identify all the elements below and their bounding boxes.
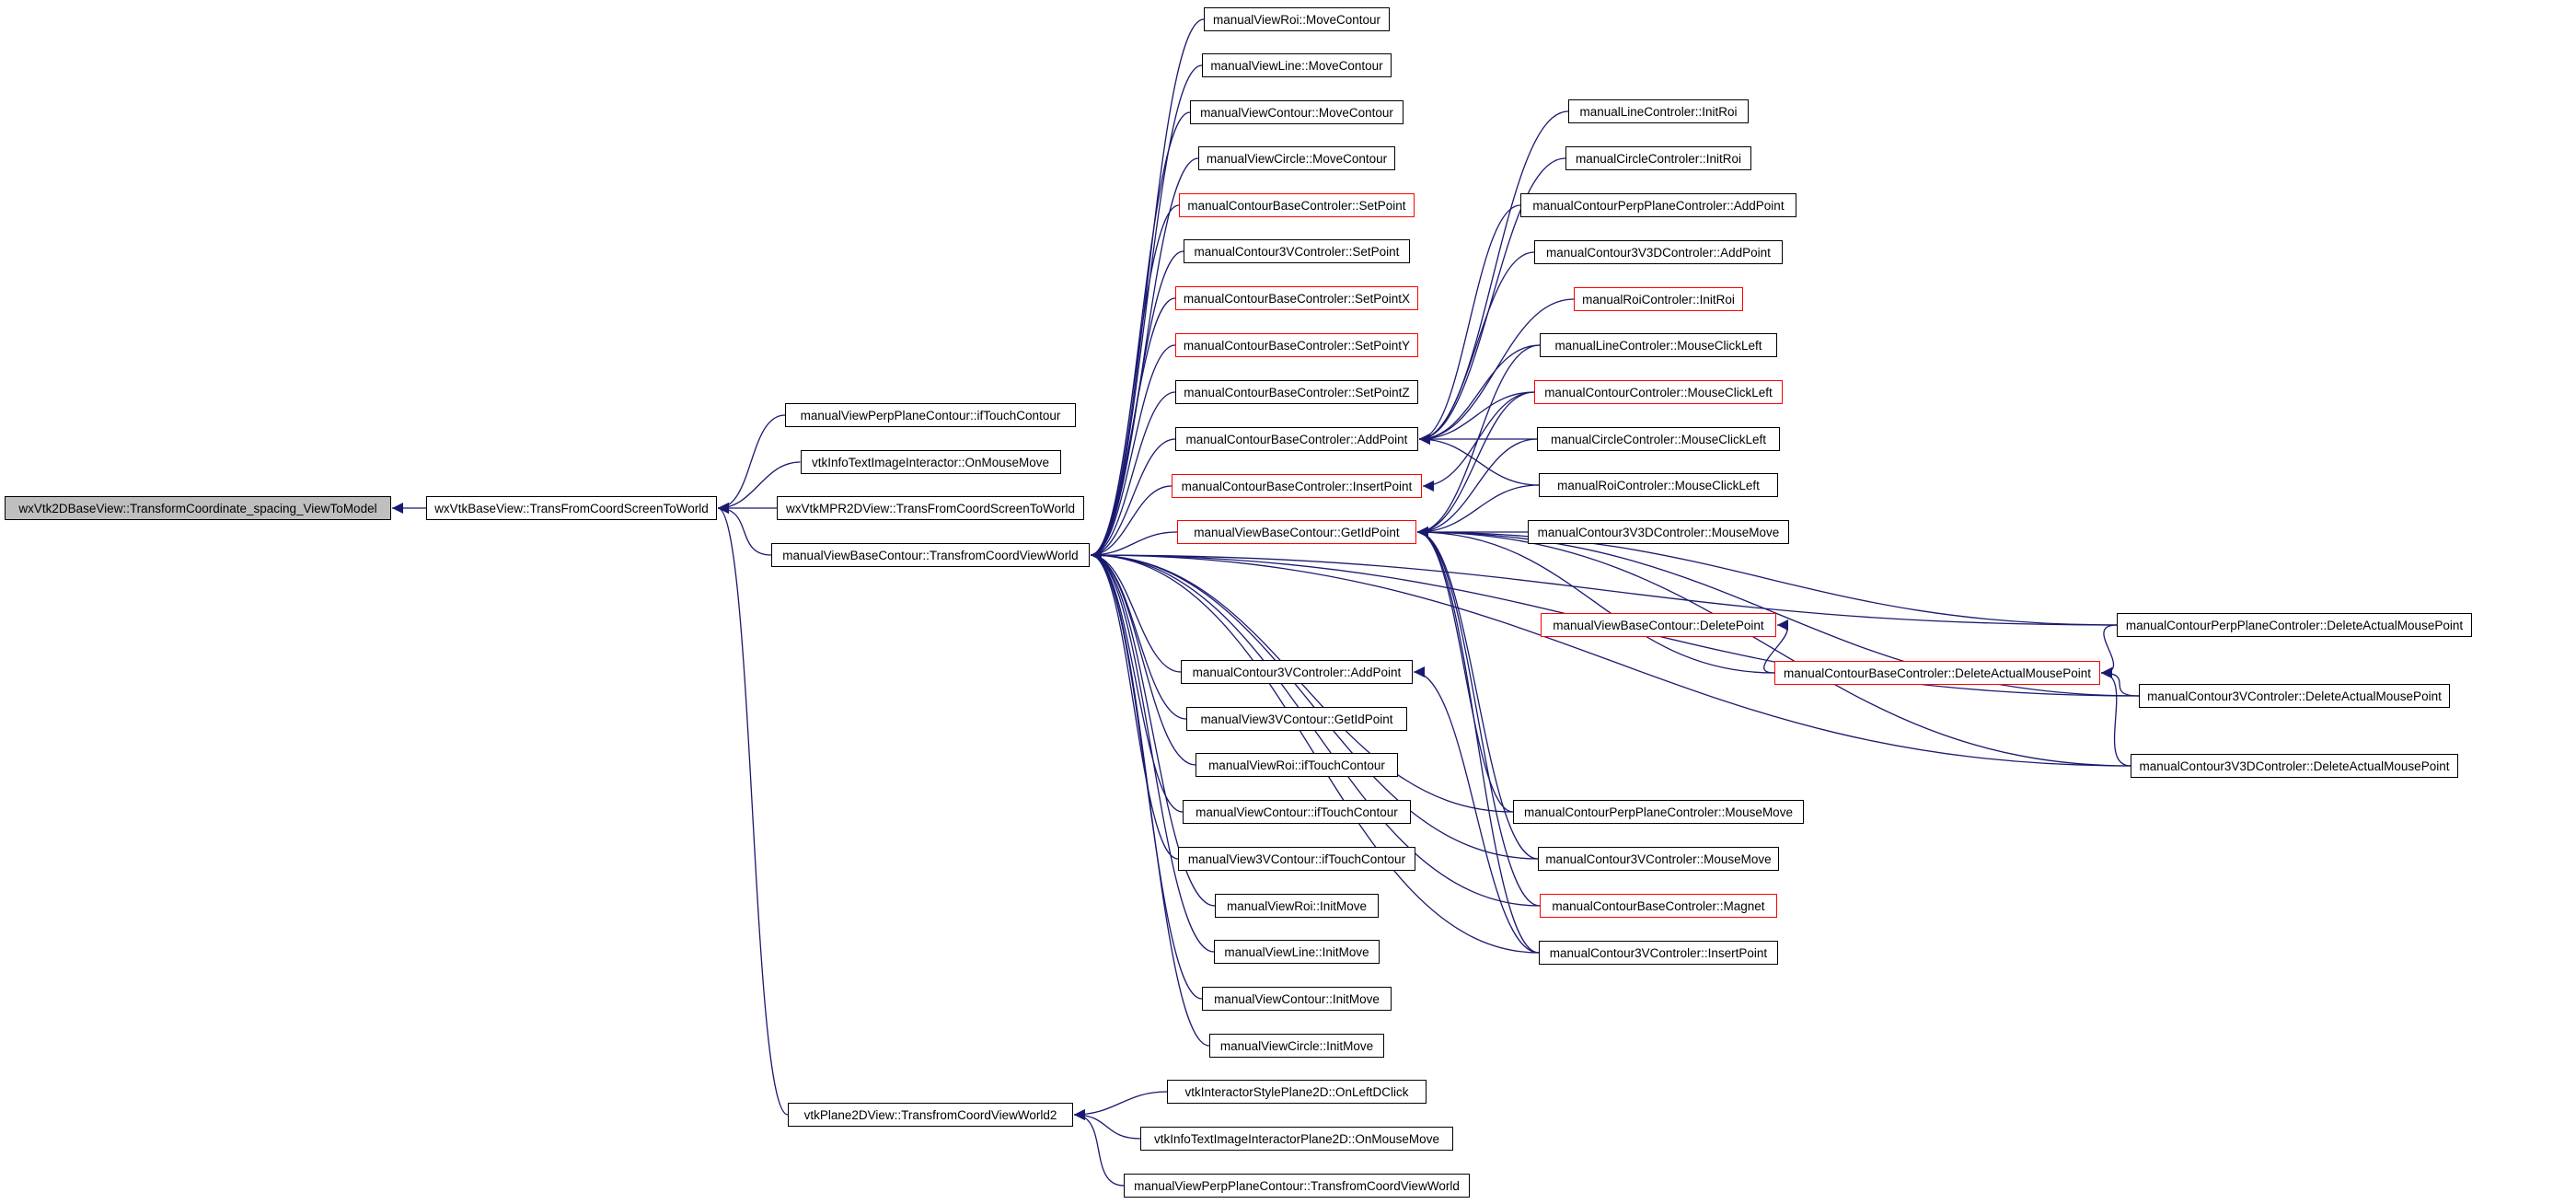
graph-node-n-mc3v3d-ap[interactable]: manualContour3V3DControler::AddPoint [1534, 240, 1783, 264]
call-edge [1090, 485, 1172, 561]
call-edge [1416, 484, 1540, 538]
graph-node-n-line-im[interactable]: manualViewLine::InitMove [1214, 940, 1380, 964]
graph-node-n-wxbase[interactable]: wxVtkBaseView::TransFromCoordScreenToWor… [426, 496, 717, 520]
call-edge [2100, 667, 2131, 767]
call-edge [1416, 527, 1541, 907]
call-edge [1090, 550, 1196, 766]
graph-node-n-perpc-damp[interactable]: manualContourPerpPlaneControler::DeleteA… [2117, 613, 2472, 637]
call-edge [1073, 1091, 1168, 1120]
call-edge [1416, 438, 1538, 538]
call-edge [1418, 434, 1540, 486]
call-edge [717, 503, 789, 1116]
call-edge [1418, 251, 1535, 445]
graph-node-n-contour-im[interactable]: manualViewContour::InitMove [1202, 987, 1392, 1011]
call-edge [1416, 344, 1541, 538]
graph-node-n-mc3v-ap[interactable]: manualContour3VControler::AddPoint [1181, 660, 1413, 684]
call-edge [1090, 550, 2118, 626]
graph-node-n-mpr[interactable]: wxVtkMPR2DView::TransFromCoordScreenToWo… [777, 496, 1084, 520]
call-edge [1090, 550, 2131, 767]
graph-node-n-mcbc-sp[interactable]: manualContourBaseControler::SetPoint [1179, 193, 1415, 217]
graph-node-n-circle-mc[interactable]: manualViewCircle::MoveContour [1198, 146, 1395, 170]
graph-node-n-vtkinfo-mm[interactable]: vtkInfoTextImageInteractor::OnMouseMove [800, 450, 1061, 474]
call-edge [2100, 624, 2118, 678]
graph-node-n-circle-im[interactable]: manualViewCircle::InitMove [1209, 1034, 1384, 1058]
graph-node-n-plane2d[interactable]: vtkPlane2DView::TransfromCoordViewWorld2 [788, 1103, 1073, 1127]
call-edge [1090, 344, 1176, 561]
graph-node-n-line-mc[interactable]: manualViewLine::MoveContour [1202, 53, 1392, 77]
call-edge [1090, 64, 1203, 561]
graph-node-n-contc-mcl[interactable]: manualContourControler::MouseClickLeft [1534, 380, 1783, 404]
call-edge [1418, 157, 1566, 445]
graph-node-n-perp-iftouch[interactable]: manualViewPerpPlaneContour::ifTouchConto… [785, 403, 1076, 427]
graph-node-root: wxVtk2DBaseView::TransformCoordinate_spa… [5, 496, 391, 520]
call-edge [1416, 391, 1535, 538]
graph-node-n-contour-mc[interactable]: manualViewContour::MoveContour [1190, 100, 1404, 124]
call-edge [1418, 204, 1521, 445]
call-edge [1090, 550, 1210, 1047]
graph-node-n-roic-mcl[interactable]: manualRoiControler::MouseClickLeft [1539, 473, 1778, 497]
graph-node-n-mc3v-ip[interactable]: manualContour3VControler::InsertPoint [1539, 941, 1778, 965]
call-edge [1416, 527, 1540, 954]
call-edge [1090, 438, 1176, 561]
call-edge [1090, 550, 1215, 953]
call-edge [1090, 550, 1182, 673]
graph-node-n-mcbc-spz[interactable]: manualContourBaseControler::SetPointZ [1175, 380, 1418, 404]
graph-node-n-mcbc-damp[interactable]: manualContourBaseControler::DeleteActual… [1774, 661, 2100, 685]
graph-node-n-v3v-gip[interactable]: manualView3VContour::GetIdPoint [1186, 707, 1407, 731]
call-edge [717, 414, 786, 514]
call-edge [1416, 527, 2131, 767]
graph-node-n-mcbc-spx[interactable]: manualContourBaseControler::SetPointX [1175, 286, 1418, 310]
graph-node-n-vbc-dp[interactable]: manualViewBaseContour::DeletePoint [1541, 613, 1776, 637]
graph-node-n-mc3v-mm[interactable]: manualContour3VControler::MouseMove [1538, 847, 1779, 871]
call-edge [1416, 527, 2118, 626]
call-edge [1090, 550, 1184, 813]
call-edge [1090, 550, 1179, 860]
call-edge [1090, 531, 1178, 561]
graph-node-n-roi-iftouch[interactable]: manualViewRoi::ifTouchContour [1196, 753, 1398, 777]
graph-node-n-roic-ir[interactable]: manualRoiControler::InitRoi [1574, 287, 1743, 311]
call-edge [1073, 1109, 1141, 1140]
graph-node-n-vtkinfop2d[interactable]: vtkInfoTextImageInteractorPlane2D::OnMou… [1140, 1127, 1453, 1151]
graph-node-n-mcbc-ip[interactable]: manualContourBaseControler::InsertPoint [1172, 474, 1422, 498]
call-edge [1090, 550, 1216, 907]
graph-node-n-mc3v3d-damp[interactable]: manualContour3V3DControler::DeleteActual… [2131, 754, 2458, 778]
call-edge [1416, 527, 1775, 674]
graph-node-n-isp2d[interactable]: vtkInteractorStylePlane2D::OnLeftDClick [1167, 1080, 1427, 1104]
graph-node-n-roi-im[interactable]: manualViewRoi::InitMove [1215, 894, 1379, 918]
graph-node-n-tcvw[interactable]: manualViewBaseContour::TransfromCoordVie… [771, 543, 1090, 567]
call-edge [1090, 297, 1176, 561]
call-edge [1418, 344, 1541, 445]
graph-node-n-perpc-mm[interactable]: manualContourPerpPlaneControler::MouseMo… [1513, 800, 1804, 824]
call-edge [1416, 527, 1539, 860]
call-edge [2100, 667, 2140, 697]
call-edge [1090, 391, 1176, 561]
call-edge [1090, 204, 1180, 561]
call-edge [1073, 1109, 1125, 1187]
graph-node-n-circc-mcl[interactable]: manualCircleControler::MouseClickLeft [1537, 427, 1780, 451]
graph-node-n-mcbc-spy[interactable]: manualContourBaseControler::SetPointY [1175, 333, 1418, 357]
call-edge [1416, 527, 1514, 813]
graph-node-n-mc3v3d-mm[interactable]: manualContour3V3DControler::MouseMove [1528, 520, 1789, 544]
graph-node-n-mcbc-mag[interactable]: manualContourBaseControler::Magnet [1540, 894, 1777, 918]
graph-node-n-contour-iftouch[interactable]: manualViewContour::ifTouchContour [1183, 800, 1411, 824]
graph-node-n-perp-tcvw[interactable]: manualViewPerpPlaneContour::TransfromCoo… [1124, 1174, 1470, 1198]
graph-node-n-mc3v-damp[interactable]: manualContour3VControler::DeleteActualMo… [2139, 684, 2450, 708]
call-edge [1413, 666, 1540, 954]
graph-node-n-vbc-gip[interactable]: manualViewBaseContour::GetIdPoint [1177, 520, 1416, 544]
call-edge [717, 503, 772, 556]
graph-node-n-linec-ir[interactable]: manualLineControler::InitRoi [1568, 99, 1749, 123]
call-edge [1763, 619, 1789, 674]
graph-node-n-linec-mcl[interactable]: manualLineControler::MouseClickLeft [1540, 333, 1777, 357]
graph-node-n-roi-mc[interactable]: manualViewRoi::MoveContour [1204, 7, 1390, 31]
graph-node-n-perpc-ap[interactable]: manualContourPerpPlaneControler::AddPoin… [1520, 193, 1796, 217]
call-edge [1418, 391, 1535, 445]
graph-node-n-mcbc-ap[interactable]: manualContourBaseControler::AddPoint [1175, 427, 1418, 451]
graph-node-n-mc3v-sp[interactable]: manualContour3VControler::SetPoint [1184, 239, 1410, 263]
graph-node-n-circc-ir[interactable]: manualCircleControler::InitRoi [1565, 146, 1751, 170]
graph-node-n-v3v-iftouch[interactable]: manualView3VContour::ifTouchContour [1178, 847, 1415, 871]
